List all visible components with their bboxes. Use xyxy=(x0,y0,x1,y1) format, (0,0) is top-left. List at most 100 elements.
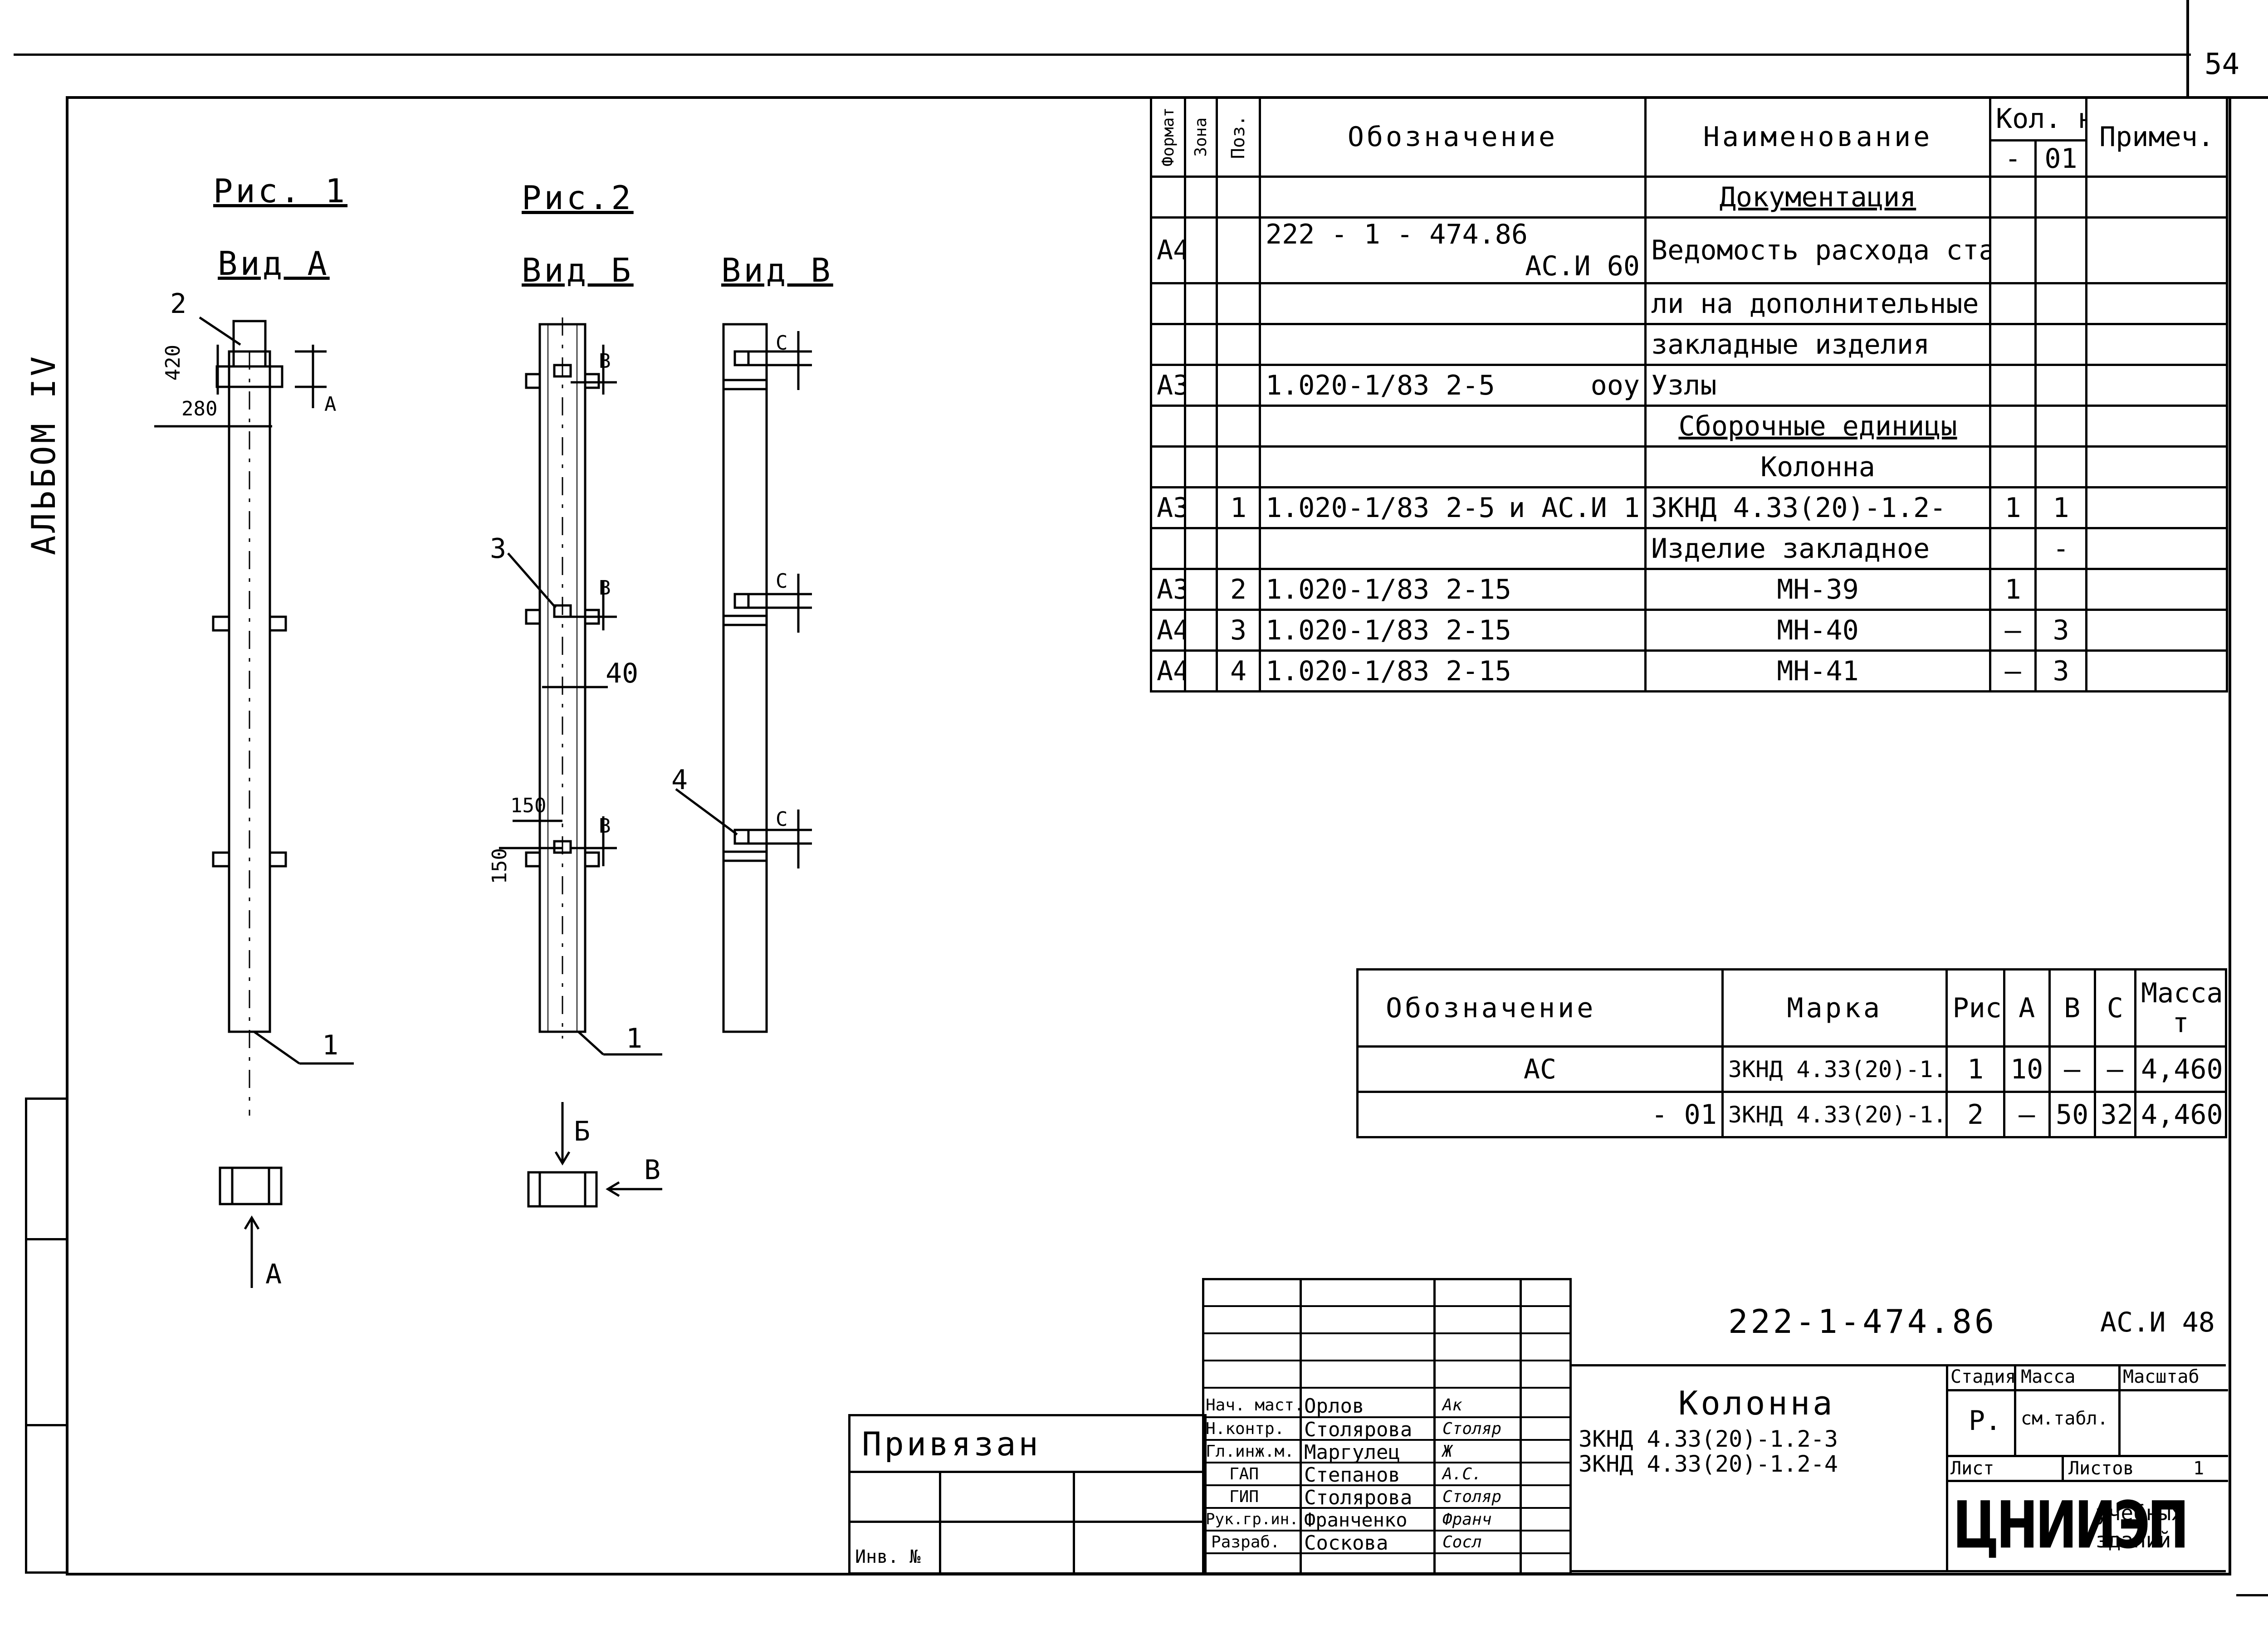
signer-role: Нач. маст. xyxy=(1206,1396,1304,1415)
col-pos: Поз. xyxy=(1228,115,1249,159)
fig1-view: Вид А xyxy=(218,244,330,283)
cell-designation: 1.020-1/83 2-5 xyxy=(1266,369,1495,401)
signer-sign: Ж xyxy=(1442,1442,1452,1461)
cell-q1 xyxy=(1989,216,2037,284)
fig1-dim-280: 280 xyxy=(181,397,218,420)
marks-col-designation: Обозначение xyxy=(1356,968,1724,1048)
cell-name: Документация xyxy=(1644,176,1991,219)
cell-name: МН-39 xyxy=(1644,568,1991,611)
marks-cell-fig: 2 xyxy=(1945,1091,2005,1138)
cell-q2 xyxy=(2034,176,2088,219)
marks-cell-b: — xyxy=(2048,1045,2096,1093)
cell-q2: 3 xyxy=(2034,609,2088,652)
cell-pos: 3 xyxy=(1216,609,1261,652)
left-stamp-divider xyxy=(25,1238,66,1240)
cell-pos xyxy=(1216,527,1261,570)
fig1-title: Рис. 1 xyxy=(213,172,348,210)
marks-table: Обозначение Марка Рис. А В С Масса, т АС… xyxy=(1356,968,2227,1138)
cell-q2: - xyxy=(2034,527,2088,570)
fig1-dim-420: 420 xyxy=(161,345,185,381)
inv-label: Инв. № xyxy=(855,1546,921,1567)
scale-label: Масштаб xyxy=(2123,1366,2200,1387)
mass-label: Масса xyxy=(2021,1366,2076,1387)
cell-name: Ведомость расхода ста- xyxy=(1644,216,1991,284)
cell-format: А4 xyxy=(1150,609,1186,652)
stage-label: Стадия xyxy=(1950,1366,2016,1387)
cell-pos xyxy=(1216,364,1261,407)
cell-format: А3 xyxy=(1150,364,1186,407)
cell-pos xyxy=(1216,216,1261,284)
col-designation: Обозначение xyxy=(1259,96,1647,178)
attached-block: Привязан Инв. № xyxy=(848,1414,1207,1575)
object-mark-1: 3КНД 4.33(20)-1.2-3 xyxy=(1579,1426,1838,1452)
table-row: - 01 3КНД 4.33(20)-1.2-4 2 — 50 320 4,46… xyxy=(1356,1091,2227,1138)
cell-q1 xyxy=(1989,527,2037,570)
signer-name: Франченко xyxy=(1304,1509,1408,1531)
signer-name: Орлов xyxy=(1304,1395,1364,1418)
marks-cell-a: — xyxy=(2003,1091,2051,1138)
cell-pos xyxy=(1216,176,1261,219)
fig2-c-letter-2: С xyxy=(776,570,788,593)
org-sub-2: зданий xyxy=(2096,1528,2171,1552)
cell-designation: 1.020-1/83 2-15 xyxy=(1259,609,1647,652)
signers-block: Нач. маст. Орлов Ак Н.контр. Столярова С… xyxy=(1202,1278,1572,1575)
fig1-arrow-label: А xyxy=(265,1258,282,1290)
signer-role: Н.контр. xyxy=(1206,1419,1285,1438)
signer-name: Соскова xyxy=(1304,1532,1388,1555)
cell-q2 xyxy=(2034,364,2088,407)
signer-sign: Ак xyxy=(1442,1396,1462,1415)
corner-mark xyxy=(2236,1594,2268,1596)
cell-q1: 1 xyxy=(1989,486,2037,529)
fig2-dim-150b: 150 xyxy=(488,848,511,884)
fig2-c-letter-3: С xyxy=(776,808,788,831)
cell-q2 xyxy=(2034,445,2088,488)
cell-q2 xyxy=(2034,405,2088,448)
cell-q1: — xyxy=(1989,649,2037,693)
cell-q1 xyxy=(1989,176,2037,219)
cell-name: МН-41 xyxy=(1644,649,1991,693)
cell-name: закладные изделия xyxy=(1644,323,1991,366)
fig2-c-letter-1: С xyxy=(776,332,788,355)
left-stamp-divider xyxy=(25,1424,66,1426)
fig2-dim-40: 40 xyxy=(606,658,639,689)
sheets-label: Листов xyxy=(2068,1458,2134,1479)
spec-header-subrow: - 01 xyxy=(1151,139,2227,178)
signer-sign: А.С. xyxy=(1442,1465,1482,1483)
cell-designation-suffix: и АС.И 1 xyxy=(1509,492,1640,524)
cell-q1 xyxy=(1989,445,2037,488)
signer-role: Разраб. xyxy=(1211,1533,1280,1551)
cell-name: Узлы xyxy=(1644,364,1991,407)
fig2-arrow-b-label: Б xyxy=(574,1116,591,1147)
marks-col-fig: Рис. xyxy=(1945,968,2005,1048)
marks-cell-b: 50 xyxy=(2048,1091,2096,1138)
org-sub-1: учебных xyxy=(2096,1501,2184,1525)
fig2-callout-1: 1 xyxy=(626,1023,643,1054)
title-main: 222-1-474.86 АС.И 48 Колонна 3КНД 4.33(2… xyxy=(1569,1278,2228,1572)
cell-pos xyxy=(1216,282,1261,325)
cell-q1 xyxy=(1989,282,2037,325)
cell-format xyxy=(1150,527,1186,570)
mass-value: см.табл. xyxy=(2021,1408,2108,1429)
cell-name: МН-40 xyxy=(1644,609,1991,652)
table-row: Колонна xyxy=(1150,445,2229,488)
top-border-line xyxy=(14,54,2191,56)
signer-name: Столярова xyxy=(1304,1486,1413,1509)
cell-q1: 1 xyxy=(1989,568,2037,611)
col-zone: Зона xyxy=(1192,117,1210,157)
signer-name: Маргулец xyxy=(1304,1441,1400,1464)
cell-name: Колонна xyxy=(1644,445,1991,488)
marks-col-c: С xyxy=(2093,968,2137,1048)
cell-format xyxy=(1150,282,1186,325)
marks-cell-mark: 3КНД 4.33(20)-1.2-4 xyxy=(1721,1091,1948,1138)
marks-cell-designation: АС xyxy=(1356,1045,1724,1093)
cell-designation xyxy=(1259,527,1647,570)
col-note: Примеч. xyxy=(2085,96,2229,178)
marks-header-row: Обозначение Марка Рис. А В С Масса, т xyxy=(1356,968,2227,1048)
col-qty-sub1: - xyxy=(1989,139,2037,178)
cell-q2 xyxy=(2034,282,2088,325)
attached-label: Привязан xyxy=(862,1425,1041,1463)
fig2-callout-3: 3 xyxy=(490,533,507,565)
table-row: Изделие закладное- xyxy=(1150,527,2229,570)
